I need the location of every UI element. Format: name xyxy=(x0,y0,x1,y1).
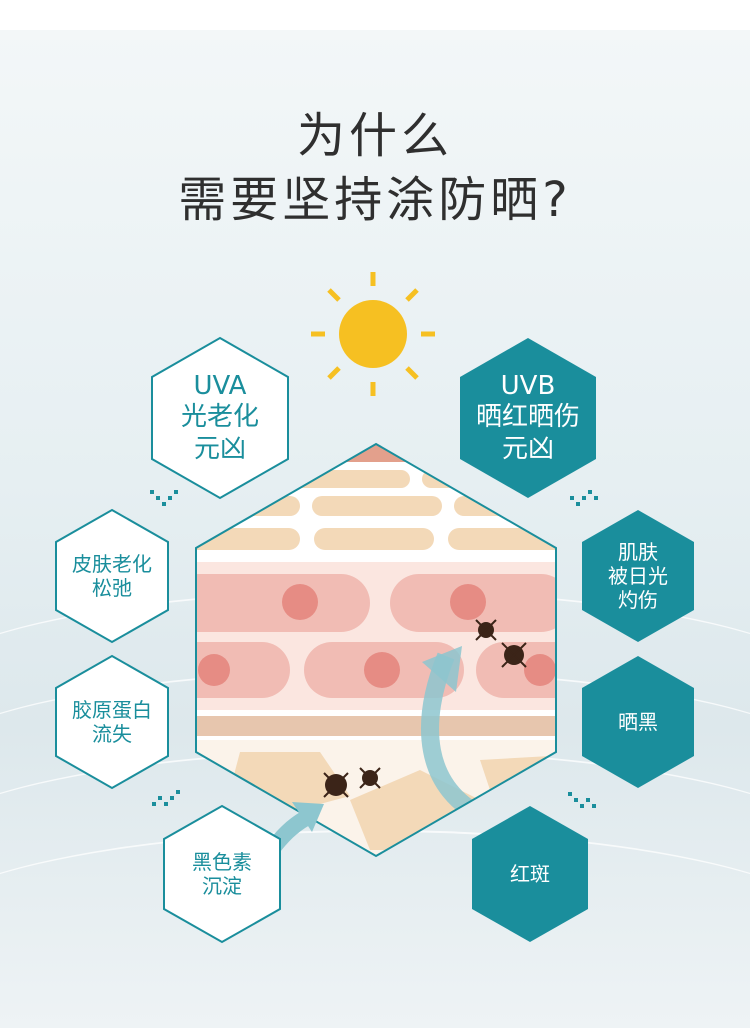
hex-sunburn-line: 被日光 xyxy=(608,564,668,588)
hex-sunburn-line: 肌肤 xyxy=(618,540,658,564)
dots-decoration xyxy=(570,490,598,506)
hex-skin-aging-line: 皮肤老化 xyxy=(72,552,152,576)
dots-decoration xyxy=(152,790,180,806)
hex-collagen-loss-line: 胶原蛋白 xyxy=(72,698,152,722)
hex-sunburn-line: 灼伤 xyxy=(618,588,658,612)
hex-uva: UVA 光老化 元凶 xyxy=(150,336,290,500)
hex-sunburn: 肌肤 被日光 灼伤 xyxy=(580,508,696,644)
hex-melanin: 黑色素 沉淀 xyxy=(162,804,282,944)
title-line-2: 需要坚持涂防晒? xyxy=(178,172,572,228)
hex-melanin-line: 黑色素 xyxy=(192,850,252,874)
hex-uvb: UVB 晒红晒伤 元凶 xyxy=(458,336,598,500)
hex-uva-line: UVA xyxy=(193,371,247,402)
dots-decoration xyxy=(150,490,178,506)
hex-uvb-line: UVB xyxy=(500,371,556,402)
hex-collagen-loss: 胶原蛋白 流失 xyxy=(54,654,170,790)
dots-decoration xyxy=(568,792,596,808)
hex-skin-aging: 皮肤老化 松弛 xyxy=(54,508,170,644)
hex-erythema-line: 红斑 xyxy=(510,862,550,886)
hex-uvb-line: 元凶 xyxy=(501,433,554,464)
hex-tanning-line: 晒黑 xyxy=(618,710,658,734)
title-line-1: 为什么 xyxy=(296,108,453,164)
sun-icon xyxy=(311,272,435,396)
skin-layers-illustration xyxy=(195,442,557,858)
hex-uva-line: 光老化 xyxy=(180,402,259,433)
hex-erythema: 红斑 xyxy=(470,804,590,944)
hex-uvb-line: 晒红晒伤 xyxy=(475,402,580,433)
hex-tanning: 晒黑 xyxy=(580,654,696,790)
hex-skin-aging-line: 松弛 xyxy=(92,576,132,600)
hex-collagen-loss-line: 流失 xyxy=(92,722,132,746)
hex-uva-line: 元凶 xyxy=(193,433,246,464)
hex-melanin-line: 沉淀 xyxy=(202,874,242,898)
